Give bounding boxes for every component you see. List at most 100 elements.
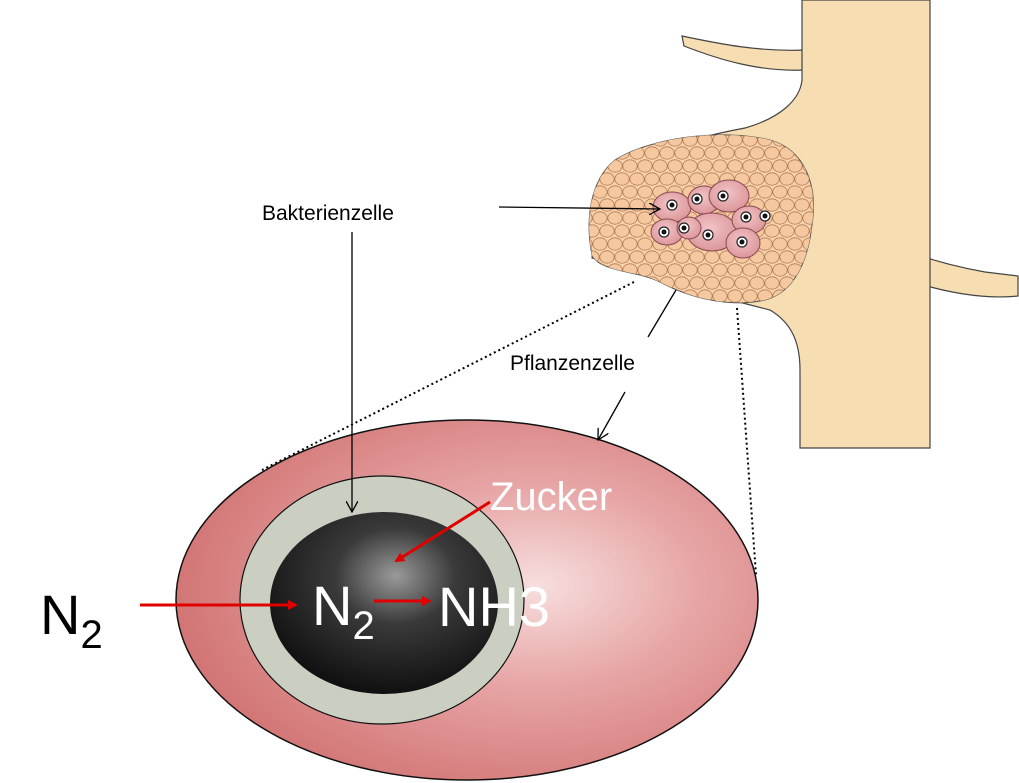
nodule-cell [589, 134, 593, 147]
infected-cell [708, 179, 750, 213]
nodule-cell [589, 276, 600, 290]
nodule-cell [637, 211, 653, 225]
nodule-cell [667, 263, 683, 277]
nodule-cell [749, 276, 765, 290]
nodule-cell [712, 263, 728, 277]
nodule-cell [689, 302, 705, 303]
pflanzenzelle-label: Pflanzenzelle [510, 352, 635, 375]
nodule-cell [652, 159, 668, 173]
nodule-cell [794, 224, 810, 238]
nodule-cell [629, 172, 645, 186]
nodule-cell [659, 276, 675, 290]
bacterium-core [270, 512, 498, 694]
nodule-cell [629, 302, 645, 303]
bacteroid-core [720, 193, 726, 199]
nodule-cell [779, 250, 795, 264]
nodule-cell [629, 250, 645, 264]
bacteroid-core [661, 229, 667, 235]
nodule-cell [607, 263, 623, 277]
nodule-cell [622, 159, 638, 173]
nodule-cell [589, 224, 600, 238]
nodule-cell [734, 146, 750, 160]
nodule-cell [697, 159, 713, 173]
nodule-cell [719, 276, 735, 290]
nodule-cell [787, 159, 803, 173]
nodule-cell [652, 134, 668, 147]
nodule-cell [719, 302, 735, 303]
nodule-cell [712, 159, 728, 173]
nodule-cell [622, 211, 638, 225]
nodule-cell [614, 224, 630, 238]
nodule-cell [592, 159, 608, 173]
nodule-cell [599, 198, 615, 212]
nodule-cell [599, 302, 615, 303]
nodule-cell [589, 146, 600, 160]
nodule-cell [607, 237, 623, 251]
nodule-cell [749, 146, 765, 160]
nodule-cell [734, 276, 750, 290]
nodule-cell [614, 276, 630, 290]
nodule-cell [659, 146, 675, 160]
nodule-cell [704, 250, 720, 264]
nodule-cell [637, 289, 653, 303]
nodule-cell [607, 159, 623, 173]
nodule-cell [689, 276, 705, 290]
nodule-cell [704, 302, 720, 303]
nodule-cell [742, 289, 758, 303]
nodule-cell [697, 263, 713, 277]
nodule-cell [697, 134, 713, 147]
nodule-cell [689, 250, 705, 264]
nodule-cell [589, 159, 593, 173]
nh3-label: NH3 [438, 575, 550, 638]
nodule-cell [787, 211, 803, 225]
nodule-cell [802, 211, 814, 225]
nodule-cell [614, 198, 630, 212]
nodule-cell [742, 159, 758, 173]
nodule-cell [629, 276, 645, 290]
nodule-cell [764, 250, 780, 264]
nodule-cell [704, 146, 720, 160]
pflanzenzelle-pointer-to-nodule [647, 289, 677, 338]
nodule-cell [592, 134, 608, 147]
nodule-cell [772, 159, 788, 173]
nodule-cell [682, 159, 698, 173]
inside-n2-subscript: 2 [352, 604, 374, 648]
nodule-cell [757, 185, 773, 199]
zoom-line-right [736, 307, 757, 576]
nodule-cell [589, 211, 593, 225]
sugar-label: Zucker [490, 475, 612, 519]
nodule-cell [644, 172, 660, 186]
nodule-cell [772, 237, 788, 251]
bacteroid-core [739, 239, 745, 245]
nodule-cell [592, 237, 608, 251]
nodule-cell [637, 159, 653, 173]
inside-n2-label: N2 [312, 574, 375, 648]
nodule-cell [589, 198, 600, 212]
inside-n2-main: N [312, 574, 352, 637]
nodule-cell [622, 289, 638, 303]
nodule-cell [674, 172, 690, 186]
nodule-cell [682, 263, 698, 277]
nodule-cell [592, 211, 608, 225]
nodule-cell [644, 302, 660, 303]
nodule-cell [682, 134, 698, 147]
nodule-cell [727, 134, 743, 147]
nodule-cell [667, 159, 683, 173]
nodule-cell [592, 263, 608, 277]
nodule-cell [682, 289, 698, 303]
nodule-cell [779, 172, 795, 186]
nodule-cell [622, 134, 638, 147]
nodule-cell [599, 250, 615, 264]
nodule-cell [674, 302, 690, 303]
outside-n2-label: N2 [40, 583, 103, 657]
nodule-cell [802, 185, 814, 199]
nodule-cell [637, 185, 653, 199]
nodule-cell [599, 276, 615, 290]
nodule-cell [719, 146, 735, 160]
nodule-cell [704, 276, 720, 290]
nodule-cell [622, 237, 638, 251]
nodule-cell [787, 237, 803, 251]
nodule-cell [599, 224, 615, 238]
nodule-cell [712, 134, 728, 147]
nodule-cell [794, 172, 810, 186]
